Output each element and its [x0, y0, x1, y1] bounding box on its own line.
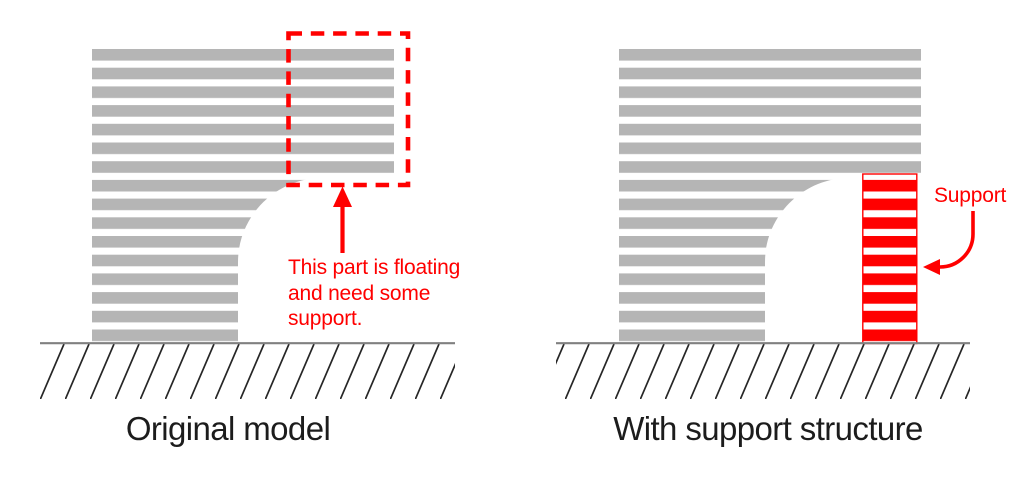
right-diagram-caption: With support structure: [613, 410, 923, 447]
curved-arrow-icon: [923, 211, 975, 275]
right-model-shape: [619, 49, 921, 344]
left-diagram-caption: Original model: [125, 410, 331, 447]
left-ground-hatch: [40, 344, 455, 399]
floating-note: This part is floating and need some supp…: [288, 255, 460, 332]
floating-note-line-3: support.: [288, 307, 363, 330]
left-model-shape: [92, 49, 394, 344]
right-ground-hatch: [556, 344, 970, 399]
floating-note-line-1: This part is floating: [288, 256, 461, 279]
arrow-up-icon: [333, 186, 352, 253]
support-label: Support: [934, 184, 1007, 207]
support-structure: [862, 173, 918, 345]
curved-arrow-head: [923, 259, 940, 275]
floating-note-line-2: and need some: [288, 281, 431, 305]
arrow-up-head: [333, 186, 352, 207]
curved-arrow-shaft: [939, 211, 975, 269]
